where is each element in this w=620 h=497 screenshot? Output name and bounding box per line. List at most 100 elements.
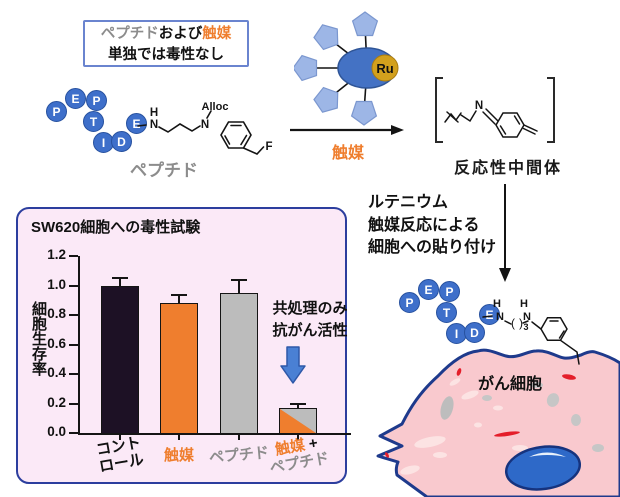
atom-n: N — [475, 100, 483, 112]
reaction-arrow-icon — [290, 125, 404, 135]
x-tick — [238, 433, 240, 440]
x-tick — [178, 433, 180, 440]
error-bar-cap — [112, 277, 128, 280]
note-line-1: ペプチドおよび触媒 — [85, 24, 247, 45]
peptide-bead: E — [126, 113, 147, 134]
blue-down-arrow-icon — [280, 346, 306, 384]
process-line: 触媒反応による — [368, 216, 480, 234]
error-bar — [238, 280, 240, 293]
y-tick — [69, 373, 78, 375]
x-tick — [119, 433, 121, 440]
attached-linker-structure: H N ( ) 3 H N — [482, 298, 580, 365]
bar-0 — [101, 285, 139, 434]
chart-ylabel: 細胞生存率 — [30, 301, 47, 376]
peptide-bead: P — [86, 90, 107, 111]
peptide-bead: P — [46, 101, 67, 122]
alloc-group: Alloc — [202, 101, 229, 113]
peptide-bead: D — [464, 322, 485, 343]
peptide-bead: E — [479, 304, 500, 325]
process-description: ルテニウム 触媒反応による 細胞への貼り付け — [368, 192, 496, 260]
note-line-2: 単独では毒性なし — [108, 47, 224, 63]
error-bar — [297, 403, 299, 408]
ligand-pentagon — [313, 24, 339, 51]
y-tick — [69, 402, 78, 405]
y-tick — [69, 432, 78, 434]
atom-f: F — [265, 141, 272, 153]
bar-3 — [279, 407, 317, 434]
annotation-line: 共処理のみ — [272, 300, 348, 317]
cell-texture — [385, 368, 604, 475]
note-and: および — [158, 26, 203, 42]
bar-2 — [220, 292, 258, 434]
catalyst-arrow-label: 触媒 — [331, 145, 364, 162]
peptide-bead: D — [111, 131, 132, 152]
cancer-cell-label: がん細胞 — [478, 376, 543, 393]
peptide-bead: P — [439, 281, 460, 302]
process-line: 細胞への貼り付け — [368, 239, 497, 256]
process-line: ルテニウム — [368, 194, 449, 211]
peptide-bead: P — [399, 292, 420, 313]
y-axis — [78, 256, 80, 435]
ru-symbol: Ru — [376, 61, 393, 76]
y-tick — [69, 314, 78, 316]
y-tick — [69, 284, 78, 287]
no-toxicity-note-box: ペプチドおよび触媒 単独では毒性なし — [83, 20, 249, 67]
peptide-bead-cluster: P E P T I D E — [399, 279, 501, 345]
annotation-line: 抗がん活性 — [272, 322, 348, 339]
ligand-pentagon — [351, 11, 379, 37]
error-bar-cap — [231, 279, 247, 282]
x-tick-label: 触媒 +ペプチド — [268, 434, 331, 477]
paren-close: ) — [519, 316, 523, 330]
y-tick-label: 0.4 — [47, 365, 66, 380]
down-arrow-icon — [499, 184, 511, 282]
peptide-bead: T — [436, 302, 457, 323]
atom-n: N — [201, 119, 209, 131]
chart-annotation: 共処理のみ 抗がん活性 — [240, 298, 380, 342]
peptide-bead-cluster: P E P T I D E — [46, 88, 148, 154]
y-tick-label: 1.0 — [47, 276, 66, 292]
atom-n: N — [523, 311, 531, 323]
y-tick — [69, 343, 78, 346]
peptide-bead: E — [418, 279, 439, 300]
toxicity-chart: SW620細胞への毒性試験 細胞生存率 0.0 0.2 0.4 0.6 0.8 1.0 1.… — [16, 207, 351, 484]
x-tick-label: 触媒 — [163, 447, 194, 464]
intermediate-label: 反応性中間体 — [453, 160, 562, 177]
ru-atom-circle — [371, 54, 399, 82]
nucleus-highlight — [529, 452, 566, 457]
y-tick-label: 1.2 — [47, 247, 66, 262]
atom-h: H — [150, 107, 158, 119]
ligand-pentagon — [294, 54, 318, 82]
ligand-pentagon — [313, 86, 339, 113]
x-axis — [78, 433, 351, 435]
peptide-bead: E — [65, 88, 86, 109]
atom-h: H — [520, 298, 528, 310]
atom-n: N — [150, 119, 158, 131]
reactive-intermediate-structure: N — [435, 77, 555, 143]
peptide-bead: T — [83, 111, 104, 132]
error-bar — [178, 295, 180, 304]
y-tick-label: 0.2 — [47, 394, 66, 410]
ligand-pentagon — [350, 100, 378, 126]
ru-catalyst-icon: Ru — [294, 11, 399, 126]
note-peptide: ペプチド — [100, 26, 159, 42]
note-catalyst: 触媒 — [202, 26, 232, 42]
atom-n: N — [496, 311, 504, 323]
error-bar-cap — [171, 294, 187, 297]
y-tick — [69, 255, 78, 257]
x-tick — [297, 433, 299, 440]
atom-h: H — [493, 298, 501, 310]
cell-nucleus — [504, 445, 582, 491]
peptide-molecule-structure: H N Alloc N F — [137, 101, 273, 155]
y-tick-label: 0.8 — [47, 306, 66, 321]
subscript-3: 3 — [523, 322, 528, 332]
chart-title: SW620細胞への毒性試験 — [31, 219, 201, 236]
y-tick-label: 0.6 — [47, 335, 66, 351]
error-bar — [119, 278, 121, 286]
cancer-cell-illustration — [376, 348, 620, 497]
y-tick-label: 0.0 — [47, 424, 66, 439]
bar-1 — [160, 303, 198, 434]
paren-open: ( — [511, 316, 515, 330]
error-bar-cap — [290, 402, 306, 405]
